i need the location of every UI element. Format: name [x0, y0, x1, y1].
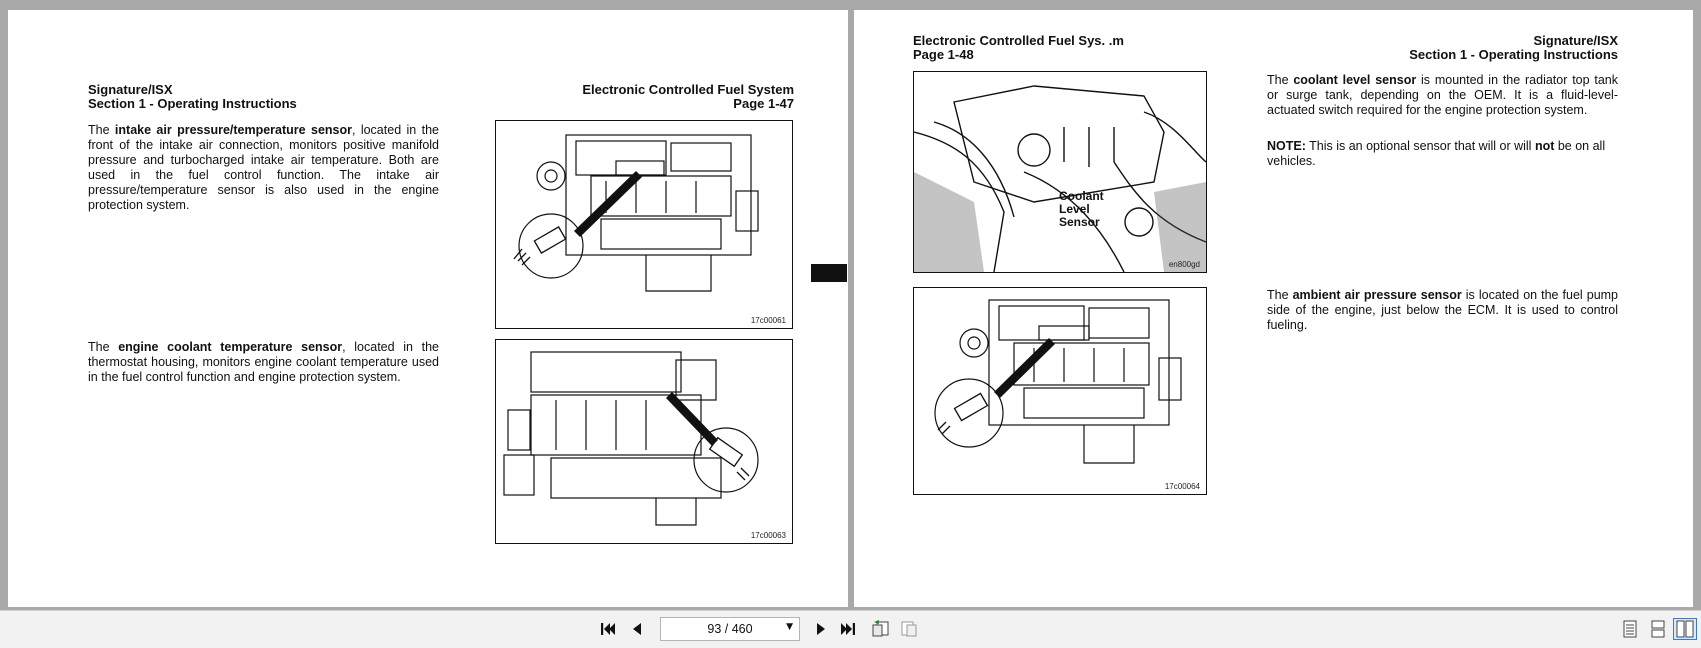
coolant-level-figure: Coolant Level Sensor en800gd	[913, 71, 1207, 273]
coolant-level-figure-code: en800gd	[1168, 260, 1200, 269]
right-header-left: Electronic Controlled Fuel Sys. .m Page …	[913, 34, 1124, 62]
right-page: Electronic Controlled Fuel Sys. .m Page …	[854, 10, 1693, 607]
coolant-level-label-2: Level	[1059, 202, 1090, 216]
left-header-section: Section 1 - Operating Instructions	[88, 96, 297, 111]
ambient-pressure-term: ambient air pressure sensor	[1292, 288, 1462, 302]
chevron-down-icon: ▼	[786, 622, 793, 632]
first-page-icon[interactable]	[596, 618, 620, 640]
right-header-section: Section 1 - Operating Instructions	[1409, 47, 1618, 62]
page-indicator: 93 / 460	[707, 622, 753, 636]
intake-sensor-paragraph: The intake air pressure/temperature sens…	[88, 123, 439, 212]
page-number-dropdown[interactable]: 93 / 460 ▼	[660, 617, 800, 641]
coolant-level-paragraph: The coolant level sensor is mounted in t…	[1267, 73, 1618, 117]
optional-sensor-note: NOTE: This is an optional sensor that wi…	[1267, 139, 1606, 168]
next-page-icon[interactable]	[809, 618, 833, 640]
intake-sensor-figure-code: 17c00061	[750, 316, 786, 325]
continuous-view-icon[interactable]	[1646, 618, 1670, 640]
coolant-level-label-1: Coolant	[1059, 189, 1104, 203]
right-header-right: Signature/ISX Section 1 - Operating Inst…	[1258, 34, 1618, 62]
left-header-product: Signature/ISX	[88, 82, 173, 97]
right-header-product: Signature/ISX	[1533, 33, 1618, 48]
engine-drawing-3	[934, 299, 1182, 464]
intake-sensor-term: intake air pressure/temperature sensor	[114, 123, 352, 137]
ambient-pressure-figure: 17c00064	[913, 287, 1207, 495]
ambient-pressure-paragraph: The ambient air pressure sensor is locat…	[1267, 288, 1619, 332]
coolant-level-term: coolant level sensor	[1293, 73, 1417, 87]
right-header-page-number: Page 1-48	[913, 47, 974, 62]
intake-sensor-figure: 17c00061	[495, 120, 793, 329]
last-page-icon[interactable]	[836, 618, 860, 640]
left-page: Signature/ISX Section 1 - Operating Inst…	[8, 10, 848, 607]
single-page-view-icon[interactable]	[1618, 618, 1642, 640]
engine-drawing-1	[513, 134, 759, 292]
ambient-pressure-figure-code: 17c00064	[1164, 482, 1200, 491]
two-page-view-icon[interactable]	[1673, 618, 1697, 640]
page-marker-tab	[811, 264, 847, 282]
left-header-right: Electronic Controlled Fuel System Page 1…	[438, 83, 794, 111]
left-header-chapter: Electronic Controlled Fuel System	[582, 82, 794, 97]
coolant-temp-figure: 17c00063	[495, 339, 793, 544]
note-label: NOTE:	[1267, 139, 1306, 153]
engine-drawing-2	[503, 351, 759, 526]
coolant-level-label-3: Sensor	[1059, 215, 1100, 229]
coolant-temp-paragraph: The engine coolant temperature sensor, l…	[88, 340, 439, 384]
coolant-temp-figure-code: 17c00063	[750, 531, 786, 540]
prev-page-icon[interactable]	[625, 618, 649, 640]
coolant-level-photo: Coolant Level Sensor	[914, 85, 1206, 272]
viewer-toolbar: 93 / 460 ▼	[0, 610, 1701, 648]
coolant-temp-term: engine coolant temperature sensor	[118, 340, 343, 354]
go-back-icon[interactable]	[868, 618, 892, 640]
left-header-page-number: Page 1-47	[733, 96, 794, 111]
right-header-chapter: Electronic Controlled Fuel Sys. .m	[913, 33, 1124, 48]
go-forward-icon[interactable]	[897, 618, 921, 640]
left-header-title: Signature/ISX Section 1 - Operating Inst…	[88, 83, 297, 111]
